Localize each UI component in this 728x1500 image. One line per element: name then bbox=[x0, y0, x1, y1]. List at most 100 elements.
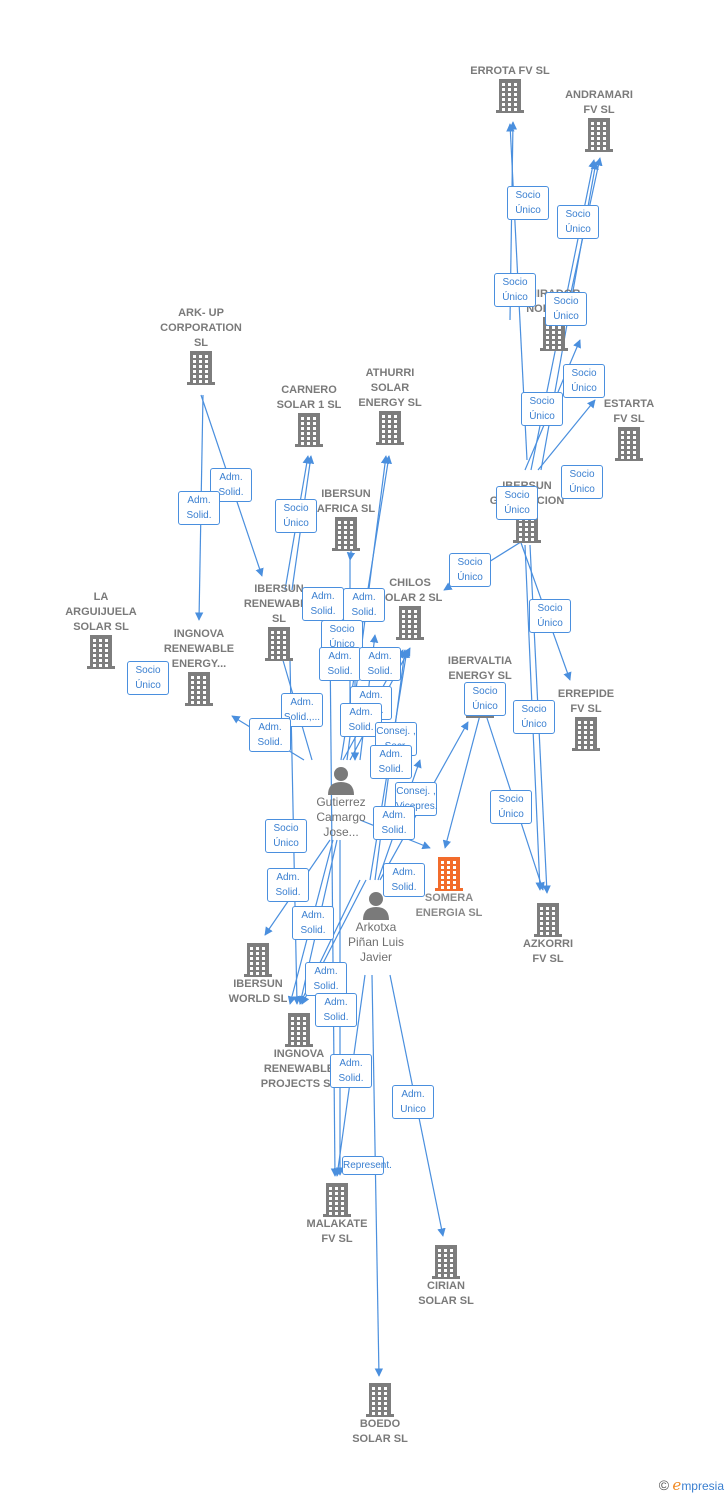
node-label: LA ARGUIJUELA SOLAR SL bbox=[65, 591, 137, 633]
relation-label[interactable]: Socio Único bbox=[490, 790, 532, 824]
node-andramari[interactable]: ANDRAMARI FV SL bbox=[539, 88, 659, 152]
node-label: Gutierrez Camargo Jose... bbox=[316, 795, 366, 839]
relation-label[interactable]: Socio Único bbox=[275, 499, 317, 533]
node-azkorri[interactable]: AZKORRI FV SL bbox=[488, 903, 608, 967]
relation-label[interactable]: Socio Único bbox=[513, 700, 555, 734]
relation-label[interactable]: Socio Único bbox=[494, 273, 536, 307]
node-label: BOEDO SOLAR SL bbox=[352, 1418, 408, 1445]
building-icon bbox=[366, 1383, 394, 1417]
person-icon bbox=[363, 892, 389, 920]
relation-label[interactable]: Adm. Solid. bbox=[330, 1054, 372, 1088]
node-athurri[interactable]: ATHURRI SOLAR ENERGY SL bbox=[330, 366, 450, 445]
node-arkup[interactable]: ARK- UP CORPORATION SL bbox=[141, 306, 261, 385]
node-label: ANDRAMARI FV SL bbox=[565, 89, 633, 116]
brand-logo-e: e bbox=[672, 1476, 682, 1494]
person-icon bbox=[328, 767, 354, 795]
relation-label[interactable]: Adm. Solid. bbox=[305, 962, 347, 996]
node-errepide[interactable]: ERREPIDE FV SL bbox=[526, 687, 646, 751]
relation-label[interactable]: Adm. Solid. bbox=[343, 588, 385, 622]
relation-edge bbox=[442, 714, 481, 849]
building-icon bbox=[332, 517, 360, 551]
relation-label[interactable]: Socio Único bbox=[464, 682, 506, 716]
relation-label[interactable]: Socio Único bbox=[265, 819, 307, 853]
node-label: CIRIAN SOLAR SL bbox=[418, 1280, 474, 1307]
relation-label[interactable]: Adm. Solid.,... bbox=[281, 693, 323, 727]
building-icon bbox=[432, 1245, 460, 1279]
node-label: IBERSUN RENEWABLE SL bbox=[243, 583, 315, 625]
node-label: ERREPIDE FV SL bbox=[557, 688, 615, 715]
node-label: INGNOVA RENEWABLE ENERGY... bbox=[163, 628, 235, 670]
relation-label[interactable]: Adm. Unico bbox=[392, 1085, 434, 1119]
brand-logo-text: mpresia bbox=[681, 1479, 724, 1493]
building-icon bbox=[572, 717, 600, 751]
node-boedo[interactable]: BOEDO SOLAR SL bbox=[320, 1383, 440, 1447]
building-icon bbox=[396, 606, 424, 640]
building-icon bbox=[285, 1013, 313, 1047]
node-arguijuela[interactable]: LA ARGUIJUELA SOLAR SL bbox=[41, 590, 161, 669]
node-arkotxa[interactable]: Arkotxa Piñan Luis Javier bbox=[316, 890, 436, 965]
relation-label[interactable]: Adm. Solid. bbox=[267, 868, 309, 902]
node-label: Arkotxa Piñan Luis Javier bbox=[347, 920, 405, 964]
relation-label[interactable]: Adm. Solid. bbox=[249, 718, 291, 752]
relation-label[interactable]: Consej. , Vicepres. bbox=[395, 782, 438, 816]
building-icon bbox=[87, 635, 115, 669]
relation-label[interactable]: Socio Único bbox=[496, 486, 538, 520]
relation-label[interactable]: Socio Único bbox=[563, 364, 605, 398]
building-icon bbox=[265, 627, 293, 661]
building-icon bbox=[244, 943, 272, 977]
relation-label[interactable]: Represent. bbox=[342, 1156, 392, 1175]
relation-label[interactable]: Socio Único bbox=[127, 661, 169, 695]
node-label: CHILOS SOLAR 2 SL bbox=[377, 577, 443, 604]
building-icon bbox=[585, 118, 613, 152]
node-ibersunren[interactable]: IBERSUN RENEWABLE SL bbox=[219, 582, 339, 661]
main-company-icon bbox=[435, 857, 463, 891]
node-label: MALAKATE FV SL bbox=[306, 1218, 368, 1245]
node-ingnova2[interactable]: INGNOVA RENEWABLE PROJECTS SL bbox=[239, 1013, 359, 1092]
node-ibersunworld[interactable]: IBERSUN WORLD SL bbox=[198, 943, 318, 1007]
building-icon bbox=[496, 79, 524, 113]
node-somera[interactable]: SOMERA ENERGIA SL bbox=[389, 857, 509, 921]
node-gutierrez[interactable]: Gutierrez Camargo Jose... bbox=[281, 765, 401, 840]
relation-label[interactable]: Socio Único bbox=[507, 186, 549, 220]
relation-label[interactable]: Socio Único bbox=[449, 553, 491, 587]
relation-label[interactable]: Adm. Solid. bbox=[292, 906, 334, 940]
relation-label[interactable]: Socio Único bbox=[545, 292, 587, 326]
building-icon bbox=[187, 351, 215, 385]
building-icon bbox=[376, 411, 404, 445]
relation-edge bbox=[537, 399, 596, 471]
node-malakate[interactable]: MALAKATE FV SL bbox=[277, 1183, 397, 1247]
relation-label[interactable]: Adm. Solid. bbox=[319, 647, 361, 681]
relation-label[interactable]: Adm. Solid. bbox=[302, 587, 344, 621]
node-ingnova1[interactable]: INGNOVA RENEWABLE ENERGY... bbox=[139, 627, 259, 706]
node-chilos[interactable]: CHILOS SOLAR 2 SL bbox=[350, 576, 470, 640]
relation-label[interactable]: Socio Único bbox=[561, 465, 603, 499]
node-estarta[interactable]: ESTARTA FV SL bbox=[569, 397, 689, 461]
node-carnero[interactable]: CARNERO SOLAR 1 SL bbox=[249, 383, 369, 447]
node-label: CARNERO SOLAR 1 SL bbox=[276, 384, 342, 411]
relation-edge bbox=[371, 974, 384, 1377]
building-icon bbox=[615, 427, 643, 461]
node-label: ESTARTA FV SL bbox=[603, 398, 655, 425]
relation-label[interactable]: Socio Único bbox=[557, 205, 599, 239]
node-cirian[interactable]: CIRIAN SOLAR SL bbox=[386, 1245, 506, 1309]
node-label: SOMERA ENERGIA SL bbox=[415, 892, 483, 919]
node-label: IBERSUN WORLD SL bbox=[228, 978, 288, 1005]
node-errota[interactable]: ERROTA FV SL bbox=[450, 64, 570, 113]
node-label: IBERSUN AFRICA SL bbox=[316, 488, 376, 515]
copyright-symbol: © bbox=[658, 1477, 670, 1493]
relation-label[interactable]: Adm. Solid. bbox=[315, 993, 357, 1027]
relation-label[interactable]: Socio Único bbox=[529, 599, 571, 633]
relation-label[interactable]: Socio Único bbox=[521, 392, 563, 426]
relation-label[interactable]: Adm. Solid. bbox=[373, 806, 415, 840]
building-icon bbox=[534, 903, 562, 937]
node-ibersunafrica[interactable]: IBERSUN AFRICA SL bbox=[286, 487, 406, 551]
node-label: IBERVALTIA ENERGY SL bbox=[447, 655, 513, 682]
node-label: ATHURRI SOLAR ENERGY SL bbox=[358, 367, 422, 409]
node-label: INGNOVA RENEWABLE PROJECTS SL bbox=[260, 1048, 337, 1090]
relation-label[interactable]: Adm. Solid. bbox=[359, 647, 401, 681]
relation-label[interactable]: Adm. Solid. bbox=[383, 863, 425, 897]
brand-logo: © empresia bbox=[659, 1476, 724, 1494]
relation-label[interactable]: Adm. Solid. bbox=[178, 491, 220, 525]
relation-label[interactable]: Adm. Solid. bbox=[370, 745, 412, 779]
